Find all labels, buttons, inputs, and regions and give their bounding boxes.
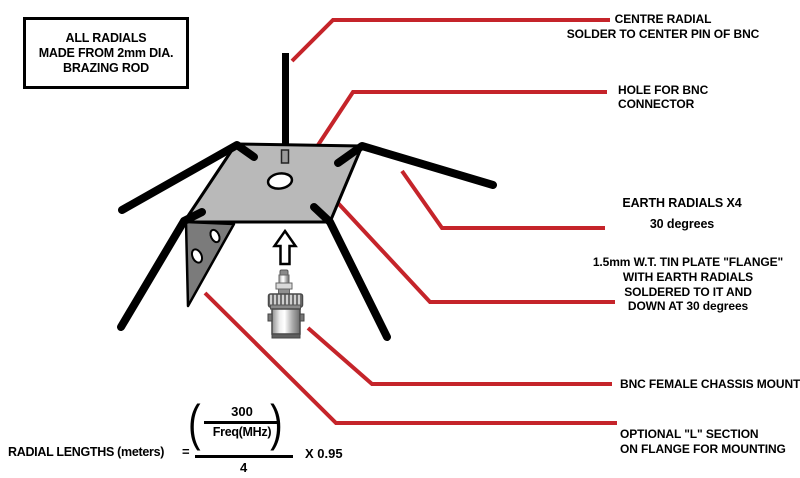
bnc-base-rim [271, 333, 301, 339]
formula-outer-denominator: 4 [240, 460, 248, 475]
earth-radial-lower-right [310, 203, 391, 341]
label-bnc-mount: BNC FEMALE CHASSIS MOUNT [620, 377, 800, 391]
bnc-bayonet-stud-left [267, 313, 273, 322]
l-section-bracket [184, 220, 236, 308]
note-line: ALL RADIALS [65, 30, 147, 45]
callout-line-centre-radial [290, 18, 610, 63]
radials-note-box: ALL RADIALS MADE FROM 2mm DIA. BRAZING R… [23, 17, 189, 89]
label-bnc-hole: HOLE FOR BNC CONNECTOR [618, 83, 709, 111]
label-line: EARTH RADIALS X4 [622, 196, 742, 210]
formula-inner-fraction-bar [204, 421, 280, 424]
callout-line-bnc-mount [306, 326, 612, 386]
bnc-body [271, 308, 301, 335]
callout-line-earth-radials [400, 169, 605, 230]
l-section-hole [209, 228, 221, 244]
l-section-hole [190, 248, 204, 264]
rod-solder-stub [280, 149, 290, 164]
formula-inner-fraction: 300 Freq(MHz) [202, 404, 282, 439]
earth-radial-upper-right [334, 142, 497, 189]
earth-radial-upper-left [118, 141, 258, 214]
note-line: MADE FROM 2mm DIA. [38, 45, 174, 60]
formula-inner-numerator: 300 [231, 404, 253, 419]
bnc-hole-ellipse [266, 172, 294, 190]
formula-equals: = [182, 444, 190, 459]
label-line: OPTIONAL "L" SECTION [620, 427, 759, 441]
formula-inner-denominator: Freq(MHz) [212, 425, 272, 439]
label-line: SOLDERED TO IT AND [624, 284, 752, 299]
earth-radial-lower-left [117, 208, 206, 331]
label-line: SOLDER TO CENTER PIN OF BNC [566, 27, 760, 41]
note-line: BRAZING ROD [63, 60, 149, 75]
label-line: 30 degrees [649, 217, 715, 231]
label-line: CENTRE RADIAL [614, 12, 712, 26]
callout-line-optional-l [203, 291, 617, 425]
callout-line-flange [335, 200, 615, 304]
label-line: ON FLANGE FOR MOUNTING [620, 442, 786, 456]
bnc-bayonet-stud-right [299, 313, 305, 322]
label-flange: 1.5mm W.T. TIN PLATE "FLANGE" WITH EARTH… [578, 255, 798, 314]
label-centre-radial: CENTRE RADIAL SOLDER TO CENTER PIN OF BN… [558, 12, 768, 42]
bnc-collar [275, 282, 293, 290]
up-arrow-icon [272, 228, 298, 266]
formula-multiplier: X 0.95 [305, 446, 343, 461]
label-line: HOLE FOR BNC [618, 83, 709, 97]
formula-main-fraction-bar [195, 455, 293, 458]
bnc-pin-body [278, 274, 290, 284]
label-line: WITH EARTH RADIALS [622, 269, 754, 284]
label-line: 1.5mm W.T. TIN PLATE "FLANGE" [592, 255, 784, 269]
label-line: CONNECTOR [618, 96, 695, 111]
label-line: DOWN AT 30 degrees [627, 299, 749, 314]
formula-lhs: RADIAL LENGTHS (meters) [8, 445, 165, 459]
radial-length-formula: RADIAL LENGTHS (meters) = ( ) 300 Freq(M… [6, 395, 386, 478]
bnc-connector-photo [267, 269, 305, 339]
formula-open-paren: ( [188, 395, 201, 451]
label-optional-l: OPTIONAL "L" SECTION ON FLANGE FOR MOUNT… [620, 427, 786, 457]
label-earth-radials: EARTH RADIALS X4 30 degrees [598, 193, 766, 235]
label-line: BNC FEMALE CHASSIS MOUNT [620, 377, 800, 391]
